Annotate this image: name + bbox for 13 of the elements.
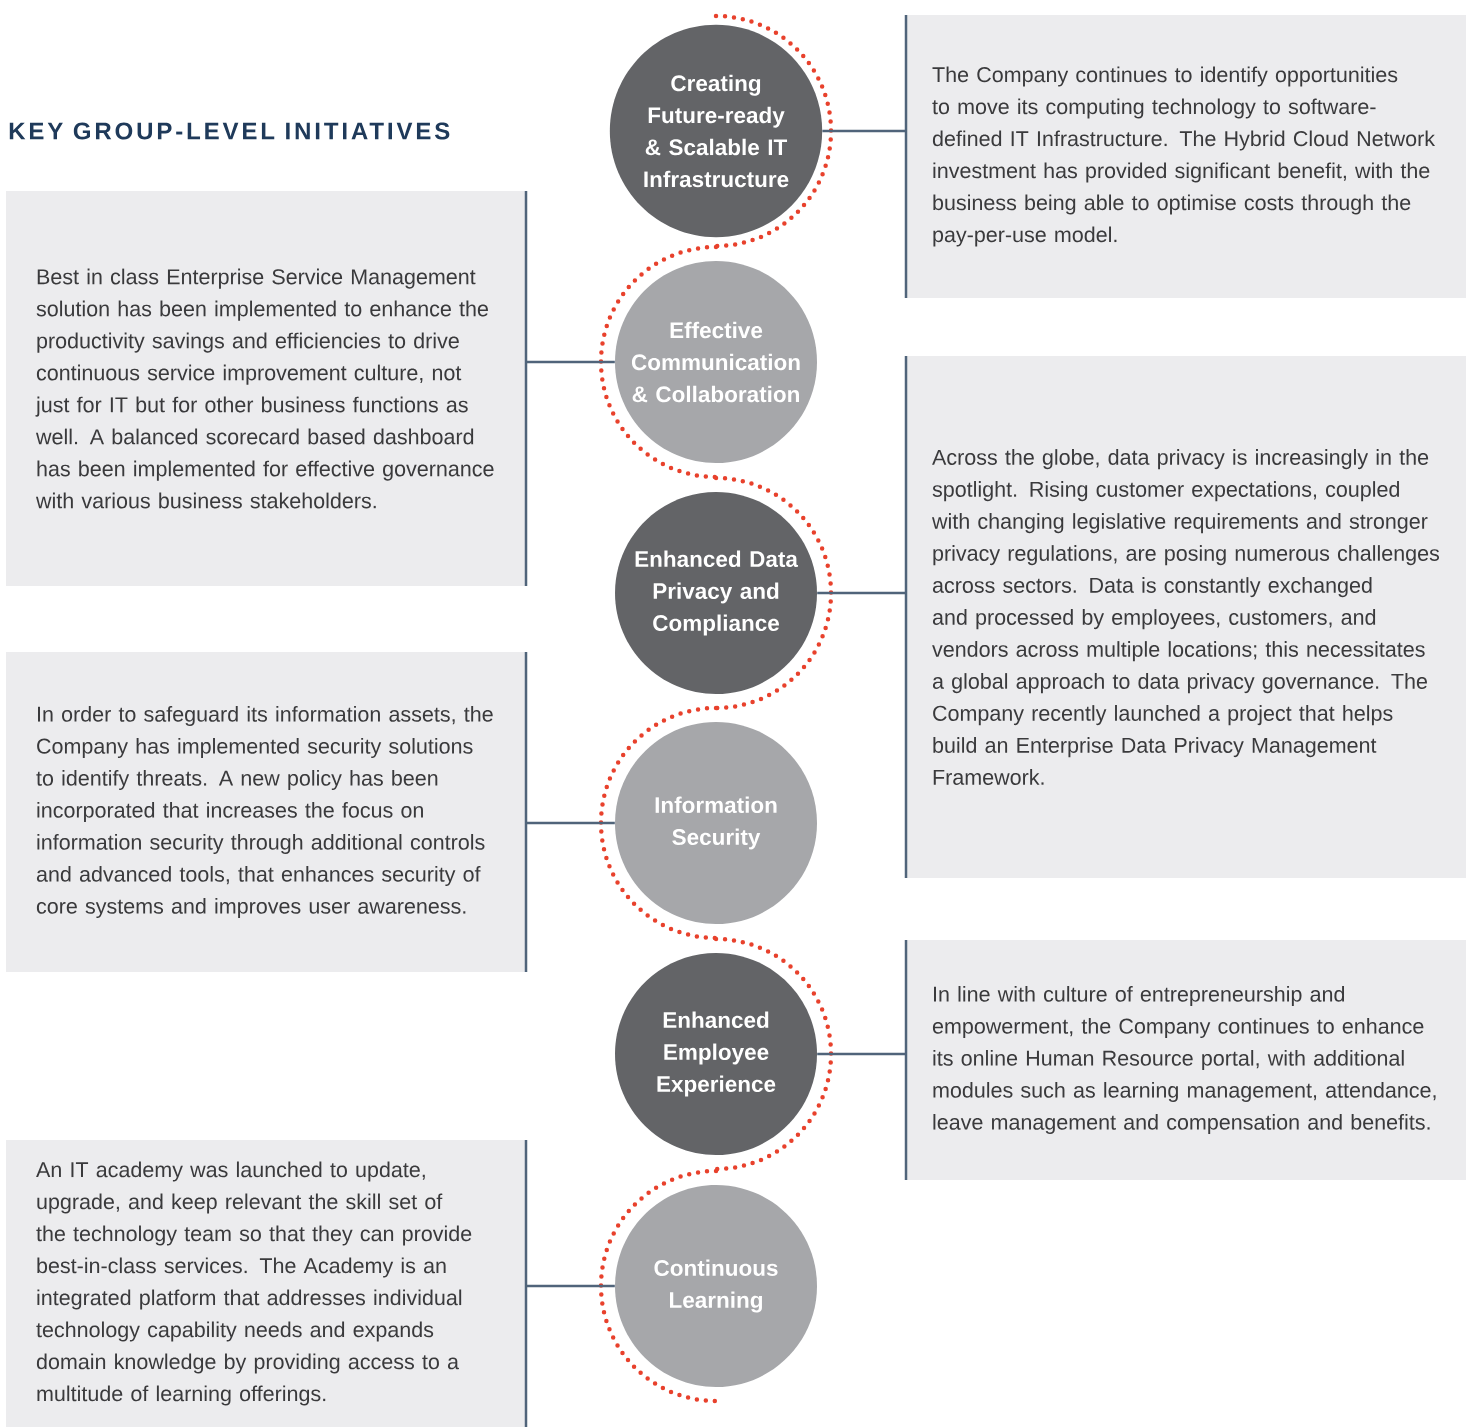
text-panel: Across the globe, data privacy is increasingly in the spotlight. Rising customer expectations, coupled with changing legislative requirements and stronger privacy regulations, are posing numerous challenges across sectors. Data is constantly exchanged and processed by employees, customers, and vendors across multiple locations; this necessitates a global approach to data privacy governance. The Company recently launched a project that helps build an Enterprise Data Privacy Management Framework. [904, 356, 1466, 878]
text-panel: The Company continues to identify opportunities to move its computing technology to software-defined IT Infrastructure. The Hybrid Cloud Network investment has provided significant benefit, with the business being able to optimise costs through the pay-per-use model. [904, 15, 1466, 298]
text-panel: An IT academy was launched to update, upgrade, and keep relevant the skill set of the technology team so that they can provide best-in-class services. The Academy is an integrated platform that addresses individual technology capability needs and expands domain knowledge by providing access to a multitude of learning offerings. [6, 1140, 528, 1427]
text-panel: In line with culture of entrepreneurship and empowerment, the Company continues to enhance its online Human Resource portal, with additional modules such as learning management, attendance, leave management and compensation and benefits. [904, 940, 1466, 1180]
connector-line [526, 821, 615, 825]
connector-line [526, 1284, 615, 1288]
connector-line [817, 591, 906, 595]
heading: KEY GROUP-LEVEL INITIATIVES [9, 122, 450, 140]
text-panel: In order to safeguard its information assets, the Company has implemented security solutions to identify threats. A new policy has been incorporated that increases the focus on information security through additional controls and advanced tools, that enhances security of core systems and improves user awareness. [6, 652, 528, 972]
connector-line [822, 129, 906, 133]
connector-line [526, 360, 615, 364]
text-panel: Best in class Enterprise Service Management solution has been implemented to enhance the productivity savings and efficiencies to drive continuous service improvement culture, not just for IT but for other business functions as well. A balanced scorecard based dashboard has been implemented for effective governance with various business stakeholders. [6, 191, 528, 586]
connector-line [817, 1052, 906, 1056]
